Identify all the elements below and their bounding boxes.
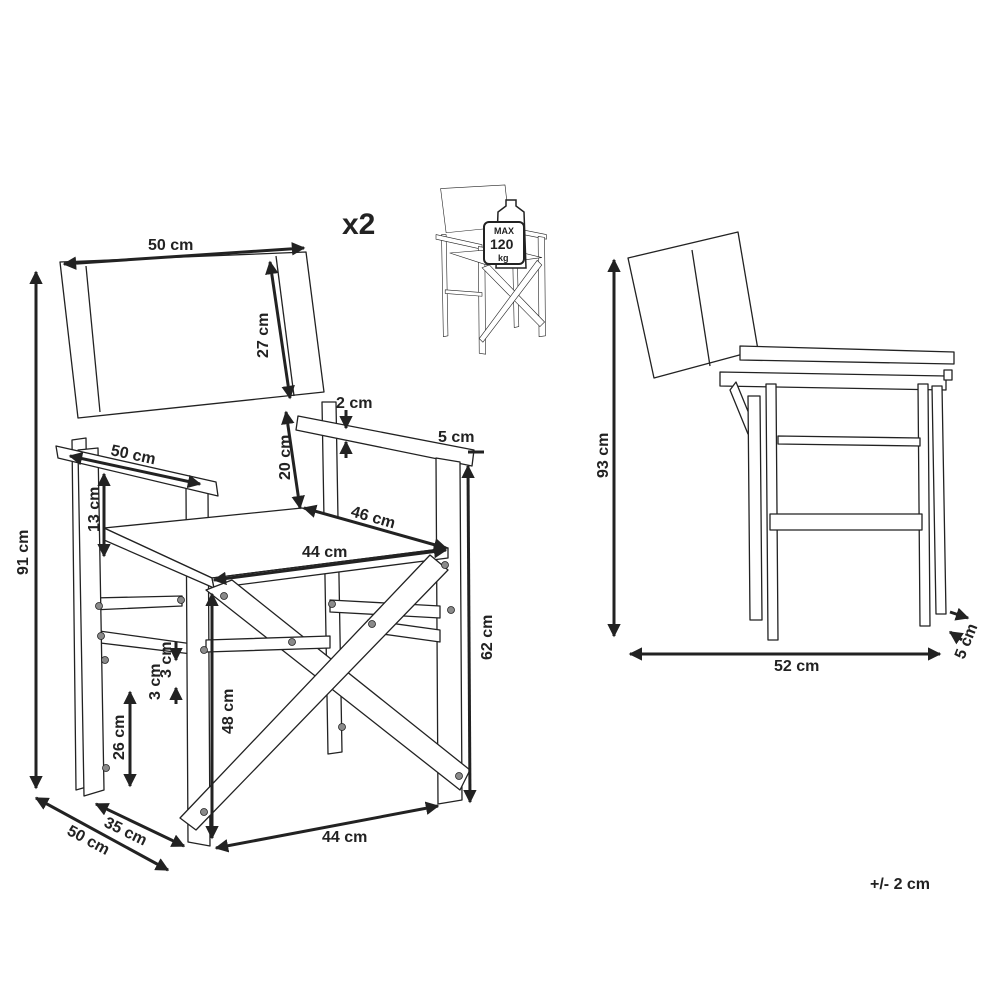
seat-to-rail-label: 13 cm	[86, 487, 103, 532]
max-load-line1: MAX	[494, 226, 514, 236]
armrest-width-label: 5 cm	[438, 429, 474, 446]
max-load-line2: 120	[490, 236, 514, 252]
seat-height-label: 48 cm	[220, 689, 237, 734]
main-dimension-lines	[29, 242, 484, 872]
armrest-thickness-label: 2 cm	[336, 395, 372, 412]
folded-thickness-label: 5 cm	[952, 621, 981, 661]
folded-height-label: 93 cm	[595, 433, 612, 478]
total-height-label: 91 cm	[15, 530, 32, 575]
rail-height-label-b: 3 cm	[147, 664, 164, 700]
max-load-line3: kg	[498, 253, 509, 263]
backrest-height-label: 27 cm	[255, 313, 272, 358]
thumbnail-chair-illustration	[435, 184, 547, 355]
armrest-height-label: 62 cm	[479, 615, 496, 660]
main-dimension-labels: 50 cm 27 cm 2 cm 5 cm 50 cm 20 cm 46 cm …	[15, 237, 496, 859]
seat-width-label: 44 cm	[302, 544, 347, 561]
rail-height-label-a: 3 cm	[158, 642, 175, 678]
max-load-badge: MAX 120 kg	[483, 199, 527, 269]
rail-to-floor-label: 26 cm	[111, 715, 128, 760]
folded-chair-illustration	[627, 231, 955, 641]
folded-dimension-lines	[607, 258, 970, 661]
quantity-label: x2	[342, 208, 375, 241]
base-width-label: 44 cm	[322, 829, 367, 846]
tolerance-note: +/- 2 cm	[870, 876, 930, 893]
folded-depth-label: 52 cm	[774, 658, 819, 675]
backrest-width-label: 50 cm	[148, 237, 193, 254]
armrest-to-back-label: 20 cm	[277, 435, 294, 480]
